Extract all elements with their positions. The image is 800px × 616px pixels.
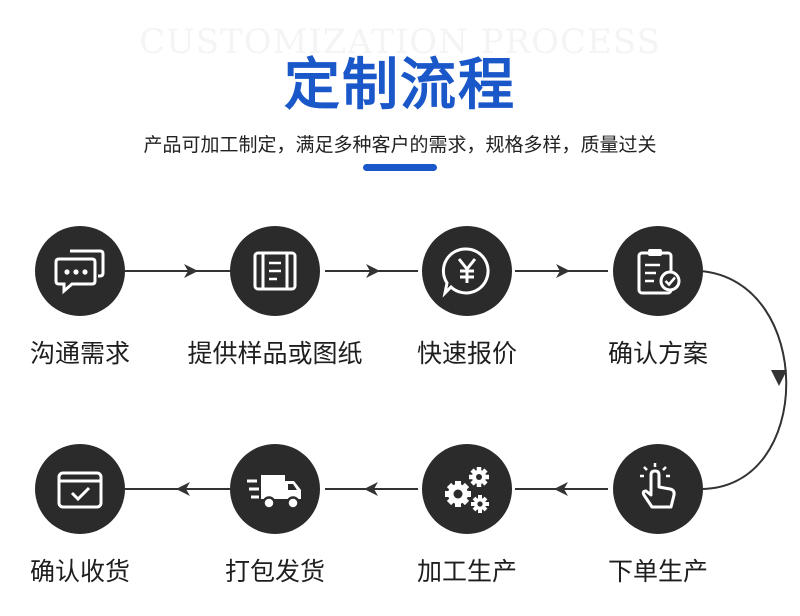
step-6: 加工生产	[372, 444, 562, 588]
arrowhead-right-1	[184, 264, 198, 278]
step-8: 确认收货	[0, 444, 175, 588]
background-title: CUSTOMIZATION PROCESS	[139, 22, 661, 62]
arrowhead-down	[771, 370, 787, 386]
step-4: 确认方案	[563, 226, 753, 370]
step-5: 下单生产	[563, 444, 753, 588]
tap-hand-icon	[640, 463, 676, 509]
chat-bubbles-icon	[54, 249, 105, 295]
title-accent-bar	[363, 164, 437, 171]
step-7-label: 打包发货	[224, 557, 325, 586]
delivery-truck-icon	[247, 475, 301, 510]
step-3: 快速报价	[372, 226, 562, 370]
step-1: 沟通需求	[0, 226, 175, 370]
yuan-price-icon	[441, 247, 490, 298]
connector-4-5-curve	[699, 270, 788, 491]
step-6-circle	[422, 444, 512, 534]
step-1-label: 沟通需求	[29, 339, 130, 368]
step-4-circle	[613, 226, 703, 316]
step-1-circle	[35, 226, 125, 316]
arrowhead-left-2	[364, 482, 378, 496]
page-title: 定制流程	[284, 53, 516, 118]
gears-icon	[445, 467, 489, 513]
blueprint-scroll-icon	[253, 251, 297, 291]
step-6-label: 加工生产	[416, 557, 517, 586]
step-7: 打包发货	[180, 444, 370, 588]
step-3-circle	[422, 226, 512, 316]
arrowhead-left-3	[176, 482, 190, 496]
arrowhead-left-1	[554, 482, 568, 496]
arrowhead-right-2	[366, 264, 380, 278]
step-2-circle	[230, 226, 320, 316]
step-2: 提供样品或图纸	[180, 226, 370, 370]
page-subtitle: 产品可加工制定，满足多种客户的需求，规格多样，质量过关	[143, 134, 657, 156]
step-2-label: 提供样品或图纸	[187, 339, 363, 368]
step-4-label: 确认方案	[607, 339, 708, 368]
step-8-circle	[35, 444, 125, 534]
arrowhead-right-3	[556, 264, 570, 278]
box-check-icon	[57, 471, 103, 509]
step-5-label: 下单生产	[607, 557, 708, 586]
step-5-circle	[613, 444, 703, 534]
clipboard-check-icon	[637, 249, 681, 295]
step-3-label: 快速报价	[416, 339, 517, 368]
step-7-circle	[230, 444, 320, 534]
step-8-label: 确认收货	[29, 557, 130, 586]
